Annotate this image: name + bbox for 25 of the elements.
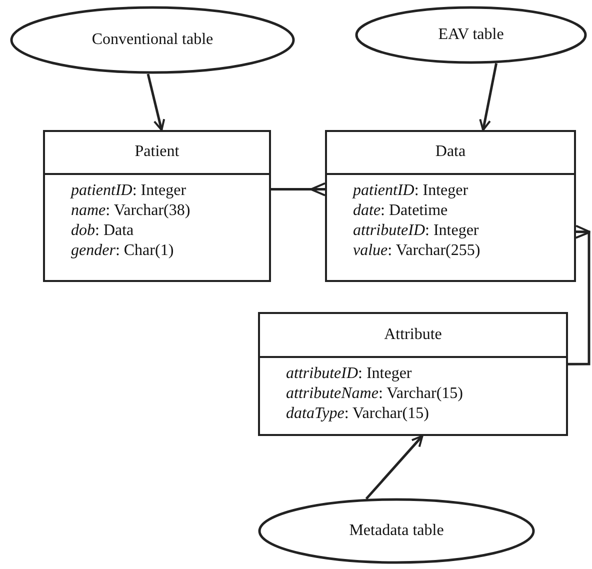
field-row: attributeID: Integer [353, 220, 479, 240]
entity-table [43, 130, 271, 282]
field-row: dataType: Varchar(15) [286, 404, 429, 424]
node-label: Metadata table [348, 522, 445, 540]
field-row: date: Datetime [353, 200, 448, 220]
node-label: EAV table [437, 26, 505, 44]
entity-table [325, 130, 576, 282]
arrow [146, 74, 166, 131]
relationship-line [568, 224, 591, 366]
node-label: Conventional table [90, 31, 214, 49]
table-name: Data [435, 143, 466, 162]
field-row: name: Varchar(38) [71, 200, 190, 220]
field-row: patientID: Integer [71, 180, 186, 200]
field-row: attributeID: Integer [286, 364, 412, 384]
field-row: value: Varchar(255) [353, 240, 480, 260]
field-row: patientID: Integer [353, 180, 468, 200]
relationship-line [271, 182, 326, 196]
entity-table [258, 312, 568, 436]
table-name: Attribute [384, 326, 442, 344]
arrow [479, 63, 498, 131]
table-name: Patient [134, 143, 180, 162]
field-row: dob: Data [71, 220, 134, 240]
field-row: gender: Char(1) [71, 240, 174, 260]
arrow [365, 435, 424, 500]
field-row: attributeName: Varchar(15) [286, 384, 463, 404]
